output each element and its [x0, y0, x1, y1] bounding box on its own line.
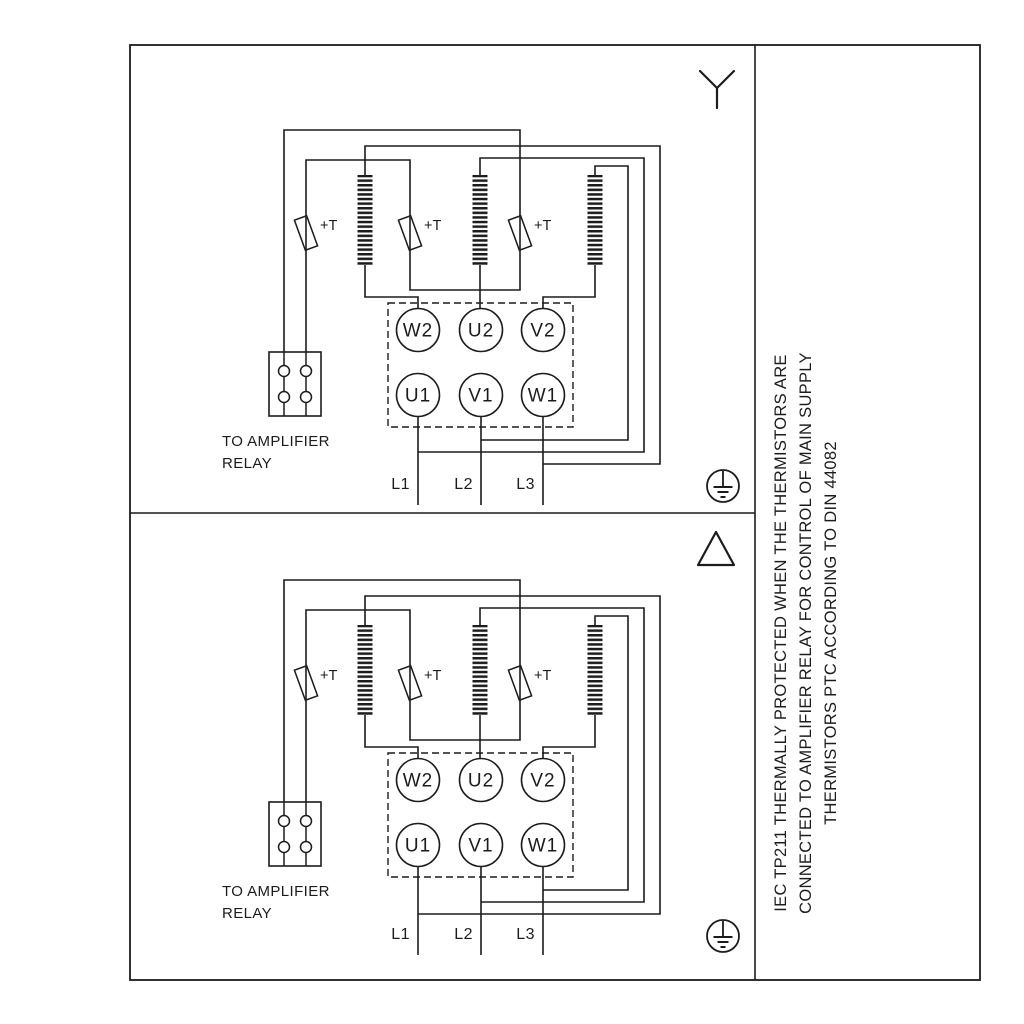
connector-pin	[277, 364, 291, 378]
terminal-board: W2 U2 V2 U1 V1 W1	[387, 302, 574, 428]
thermistors: +T +T +T	[293, 214, 551, 252]
side-note: IEC TP211 THERMALLY PROTECTED WHEN THE T…	[772, 352, 840, 914]
connector-pin	[277, 840, 291, 854]
terminal-label: U2	[468, 771, 494, 792]
thermistor-label: +T	[534, 218, 551, 234]
motor-winding-icon	[587, 625, 603, 715]
supply-label-L2: L2	[454, 476, 473, 493]
winding-top-wire-3	[543, 615, 629, 891]
winding-bottom-wire-1	[364, 265, 419, 309]
motor-winding-icon	[472, 625, 488, 715]
terminal-W1	[520, 822, 566, 868]
relay-caption-line-1: TO AMPLIFIER	[222, 433, 330, 450]
terminal-label: W1	[528, 386, 559, 407]
thermistor-icon	[507, 664, 533, 702]
thermistor-icon	[293, 664, 319, 702]
connector-pin	[299, 840, 313, 854]
star-icon	[698, 69, 736, 110]
thermistor-label: +T	[424, 218, 441, 234]
wiring	[283, 129, 661, 505]
connector-pin	[277, 814, 291, 828]
motor-winding-icon	[357, 175, 373, 265]
terminal-U2	[458, 307, 504, 353]
terminal-U1	[395, 822, 441, 868]
relay-connector-icon	[268, 801, 322, 867]
thermistors: +T +T +T	[293, 664, 551, 702]
thermistor-icon	[397, 214, 423, 252]
supply-label-L1: L1	[391, 926, 410, 943]
wiring	[283, 579, 661, 955]
winding-top-wire-1	[364, 595, 661, 915]
terminal-label: W2	[403, 321, 434, 342]
terminal-box-outline	[387, 752, 574, 878]
terminal-V2	[520, 757, 566, 803]
terminal-label: V1	[468, 836, 493, 857]
relay-caption-line-1: TO AMPLIFIER	[222, 883, 330, 900]
winding-bottom-wire-1	[364, 715, 419, 759]
relay-connector-icon	[268, 351, 322, 417]
supply-label-L3: L3	[516, 926, 535, 943]
supply-drop-wires	[417, 417, 544, 505]
terminal-label: V1	[468, 386, 493, 407]
supply-label-L2: L2	[454, 926, 473, 943]
terminal-label: U2	[468, 321, 494, 342]
motor-windings	[357, 625, 603, 715]
terminal-V2	[520, 307, 566, 353]
terminal-label: V2	[530, 321, 555, 342]
terminal-U2	[458, 757, 504, 803]
supply-drop-wires	[417, 867, 544, 955]
supply-label-L3: L3	[516, 476, 535, 493]
connector-pin	[299, 814, 313, 828]
side-note-line-2: CONNECTED TO AMPLIFIER RELAY FOR CONTROL…	[797, 352, 815, 914]
terminal-board: W2 U2 V2 U1 V1 W1	[387, 752, 574, 878]
thermistor-icon	[507, 214, 533, 252]
winding-top-wire-2	[418, 157, 645, 453]
terminal-label: V2	[530, 771, 555, 792]
terminal-V1	[458, 822, 504, 868]
terminal-label: W1	[528, 836, 559, 857]
terminal-label: W2	[403, 771, 434, 792]
winding-top-wire-3	[481, 165, 629, 441]
terminal-W1	[520, 372, 566, 418]
connector-pin	[277, 390, 291, 404]
terminal-box-outline	[387, 302, 574, 428]
earth-ground-icon	[706, 919, 740, 953]
thermistor-series-wire	[283, 579, 521, 802]
drawing-frame	[129, 44, 981, 981]
terminal-label: U1	[405, 836, 431, 857]
terminal-U1	[395, 372, 441, 418]
terminal-W2	[395, 757, 441, 803]
earth-ground-icon	[706, 469, 740, 503]
motor-winding-icon	[357, 625, 373, 715]
thermistor-label: +T	[320, 668, 337, 684]
motor-windings	[357, 175, 603, 265]
winding-top-wire-2	[479, 607, 645, 903]
terminal-W2	[395, 307, 441, 353]
supply-label-L1: L1	[391, 476, 410, 493]
thermistor-series-wire	[283, 129, 521, 352]
terminal-V1	[458, 372, 504, 418]
delta-panel: +T +T +T W2	[222, 530, 740, 955]
side-note-line-1: IEC TP211 THERMALLY PROTECTED WHEN THE T…	[772, 354, 790, 911]
motor-winding-icon	[472, 175, 488, 265]
thermistor-label: +T	[424, 668, 441, 684]
thermistor-label: +T	[320, 218, 337, 234]
delta-icon	[696, 530, 736, 567]
terminal-label: U1	[405, 386, 431, 407]
side-note-line-3: THERMISTORS PTC ACCORDING TO DIN 44082	[822, 441, 840, 825]
star-panel: +T +T +T W2	[222, 69, 740, 505]
relay-caption-line-2: RELAY	[222, 905, 272, 922]
winding-top-wire-1	[364, 145, 661, 465]
connector-pin	[299, 364, 313, 378]
thermistor-icon	[293, 214, 319, 252]
thermistor-label: +T	[534, 668, 551, 684]
relay-caption-line-2: RELAY	[222, 455, 272, 472]
motor-winding-icon	[587, 175, 603, 265]
thermistor-icon	[397, 664, 423, 702]
connector-pin	[299, 390, 313, 404]
